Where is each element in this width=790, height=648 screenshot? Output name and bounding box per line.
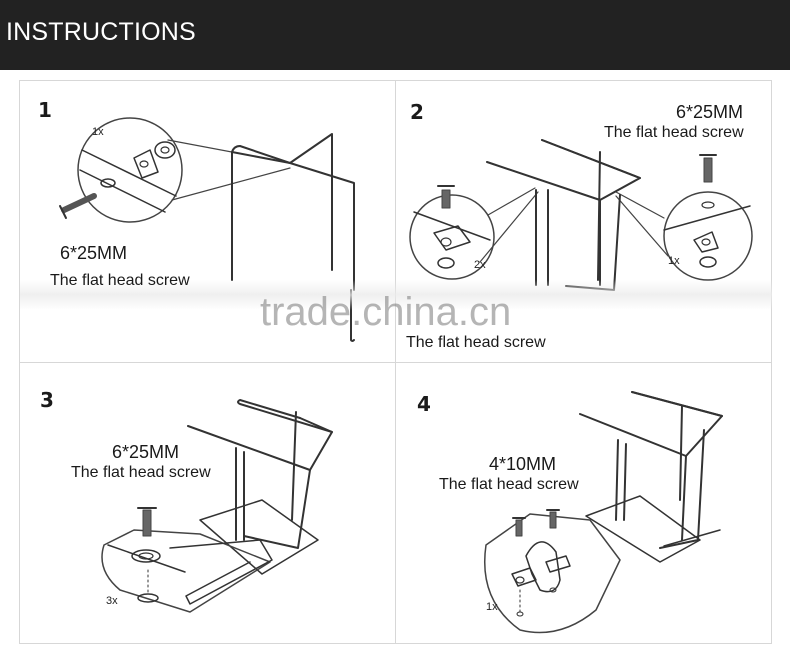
header-title: INSTRUCTIONS: [6, 18, 196, 46]
step-2-quantity-left: 2x: [474, 259, 486, 271]
step-2-screw-label: The flat head screw: [604, 124, 744, 141]
step-1-quantity: 1x: [92, 126, 104, 138]
step-2-quantity-right: 1x: [668, 255, 680, 267]
step-2-illustration: [409, 139, 753, 291]
step-1-screw-size: 6*25MM: [60, 243, 128, 263]
step-3-illustration: [101, 399, 333, 613]
step-3-number: 3: [40, 388, 54, 412]
step-3-quantity: 3x: [106, 595, 118, 607]
step-1-screw-label: The flat head screw: [50, 272, 190, 289]
instructions-header: INSTRUCTIONS: [0, 0, 790, 70]
step-4-number: 4: [417, 392, 431, 416]
step-4-screw-label: The flat head screw: [439, 476, 579, 493]
step-4-screw-size: 4*10MM: [489, 454, 557, 474]
step-2-number: 2: [410, 100, 424, 124]
step-1-number: 1: [38, 98, 52, 122]
step-4-quantity: 1x: [486, 601, 498, 613]
step-4-illustration: [483, 391, 723, 634]
step-1-illustration: [59, 117, 355, 342]
watermark-band: [20, 280, 772, 310]
watermark-text: trade.china.cn: [260, 290, 512, 334]
step-3-screw-size: 6*25MM: [112, 442, 180, 462]
step-3-screw-label: The flat head screw: [71, 464, 211, 481]
grid-divider-horizontal: [19, 362, 772, 363]
step-2-screw-label-bottom: The flat head screw: [406, 334, 546, 351]
step-2-screw-size: 6*25MM: [676, 102, 744, 122]
